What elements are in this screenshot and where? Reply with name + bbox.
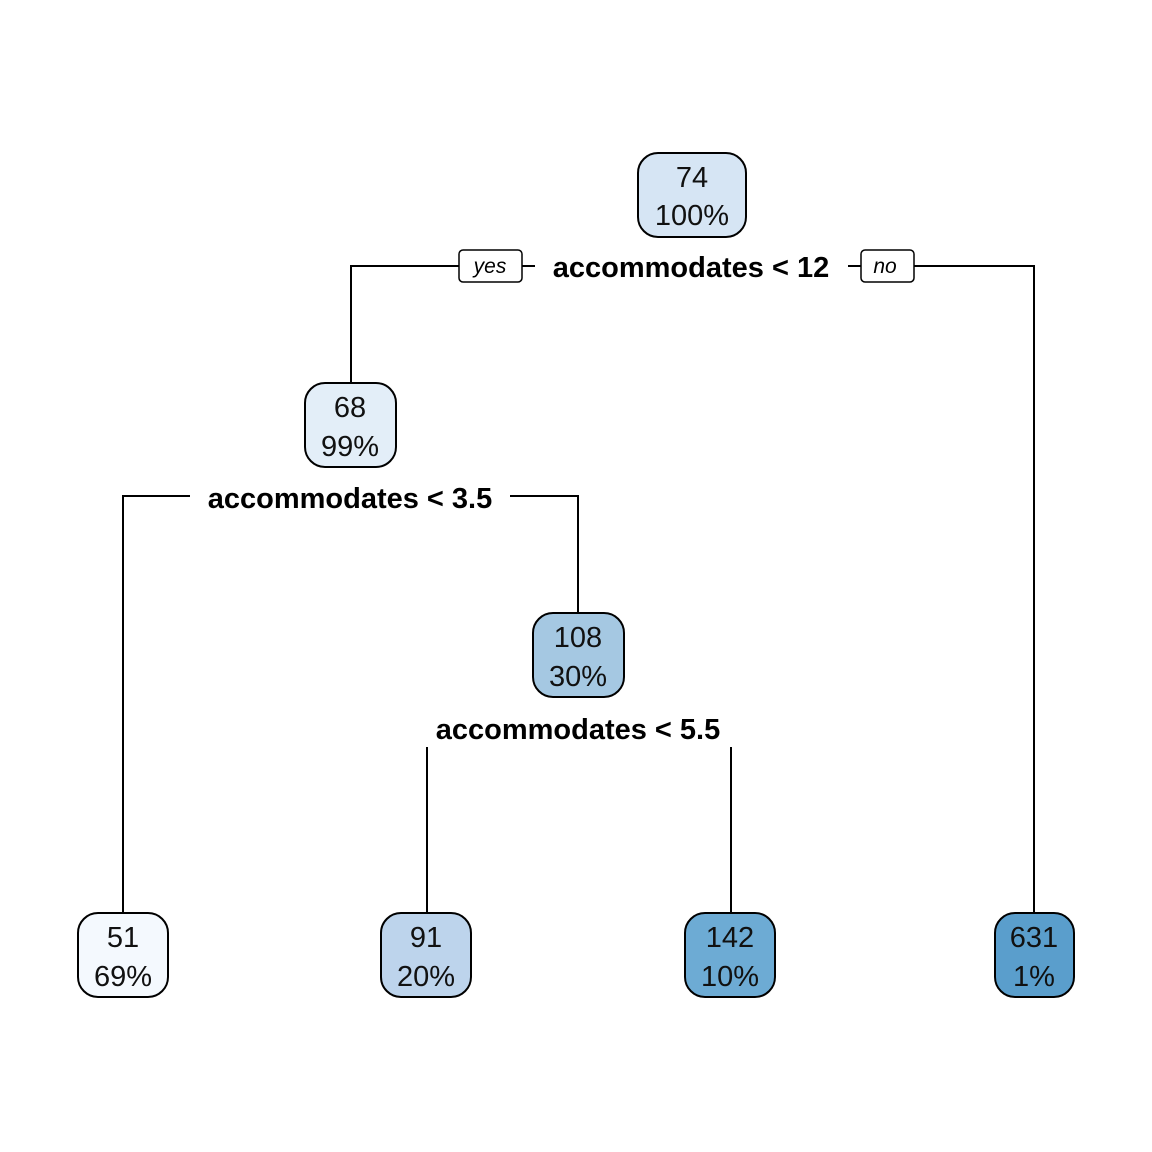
node-51: 51 69% — [77, 912, 169, 998]
node-68: 68 99% — [304, 382, 397, 468]
node-108-value: 108 — [554, 622, 602, 654]
split-label-root: accommodates < 12 — [553, 252, 829, 284]
no-tag: no — [860, 249, 915, 283]
node-91: 91 20% — [380, 912, 472, 998]
node-108: 108 30% — [532, 612, 625, 698]
edge-root-left — [350, 265, 459, 383]
node-142: 142 10% — [684, 912, 776, 998]
no-tag-label: no — [873, 255, 897, 278]
edge-n68-left — [122, 495, 190, 913]
node-142-box — [684, 912, 776, 998]
node-142-value: 142 — [706, 922, 754, 954]
node-91-pct: 20% — [397, 961, 455, 993]
node-68-value: 68 — [334, 392, 366, 424]
edge-root-right — [914, 265, 1035, 913]
tree-edges — [122, 265, 1035, 913]
node-74: 74 100% — [637, 152, 747, 238]
node-74-box — [637, 152, 747, 238]
node-631: 631 1% — [994, 912, 1075, 998]
node-91-value: 91 — [410, 922, 442, 954]
node-51-box — [77, 912, 169, 998]
split-label-n68: accommodates < 3.5 — [208, 483, 493, 515]
node-142-pct: 10% — [701, 961, 759, 993]
node-68-pct: 99% — [321, 431, 379, 463]
node-631-box — [994, 912, 1075, 998]
split-label-n108: accommodates < 5.5 — [436, 714, 721, 746]
node-74-pct: 100% — [655, 200, 729, 232]
node-108-box — [532, 612, 625, 698]
node-108-pct: 30% — [549, 661, 607, 693]
yes-tag: yes — [458, 249, 523, 283]
node-631-value: 631 — [1010, 922, 1058, 954]
node-68-box — [304, 382, 397, 468]
node-74-value: 74 — [676, 162, 708, 194]
node-91-box — [380, 912, 472, 998]
node-51-pct: 69% — [94, 961, 152, 993]
edge-n68-right — [510, 495, 579, 613]
node-51-value: 51 — [107, 922, 139, 954]
node-631-pct: 1% — [1013, 961, 1055, 993]
yes-tag-label: yes — [472, 255, 507, 278]
